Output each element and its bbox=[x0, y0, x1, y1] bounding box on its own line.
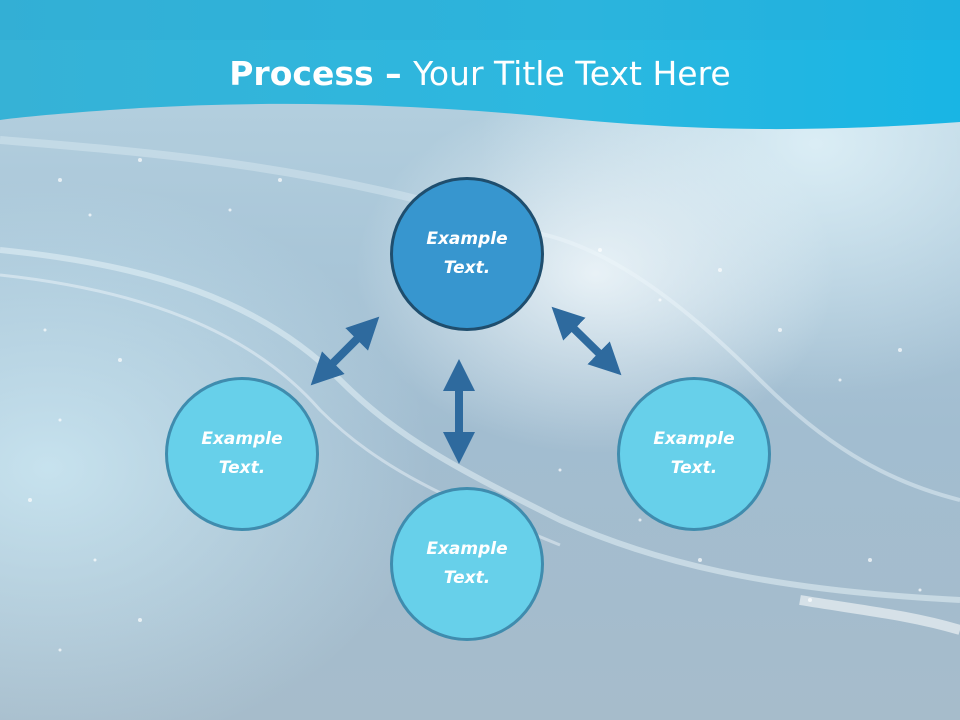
node-bottom-line2: Text. bbox=[443, 568, 491, 588]
title-dash: – bbox=[373, 54, 414, 93]
node-left-label: Example Text. bbox=[182, 425, 302, 483]
node-top-label: Example Text. bbox=[407, 225, 527, 283]
node-top-line2: Text. bbox=[443, 258, 491, 278]
node-right-label: Example Text. bbox=[634, 425, 754, 483]
node-right-line2: Text. bbox=[670, 458, 718, 478]
slide-title: Process – Your Title Text Here bbox=[0, 52, 960, 96]
title-bold-part: Process bbox=[229, 54, 374, 93]
node-top-line1: Example bbox=[426, 229, 508, 249]
node-top: Example Text. bbox=[390, 177, 544, 331]
node-bottom-line1: Example bbox=[426, 539, 508, 559]
title-rest: Your Title Text Here bbox=[413, 54, 731, 93]
node-left-line1: Example bbox=[201, 429, 283, 449]
node-left: Example Text. bbox=[165, 377, 319, 531]
node-bottom-label: Example Text. bbox=[407, 535, 527, 593]
node-left-line2: Text. bbox=[218, 458, 266, 478]
node-right-line1: Example bbox=[653, 429, 735, 449]
node-bottom: Example Text. bbox=[390, 487, 544, 641]
node-right: Example Text. bbox=[617, 377, 771, 531]
